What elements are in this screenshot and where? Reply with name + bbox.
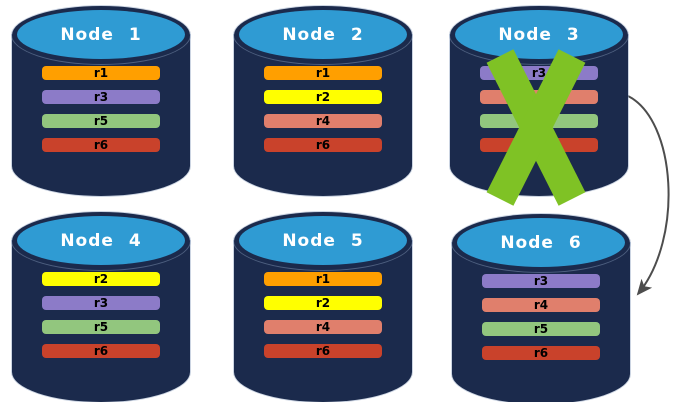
cylinder-top-rim: Node 1	[12, 6, 190, 64]
replica-bar: r2	[264, 90, 382, 104]
replica-label: r3	[533, 274, 549, 288]
replica-label: r2	[315, 296, 331, 310]
node-title: Node 1	[60, 24, 142, 45]
node-title: Node 4	[60, 230, 142, 251]
replica-bar: r3	[482, 274, 600, 288]
replica-bar: r1	[42, 66, 160, 80]
replica-label: r6	[315, 138, 331, 152]
replica-label: r5	[93, 320, 109, 334]
replica-label: r6	[533, 346, 549, 360]
replica-label: r1	[315, 66, 331, 80]
replica-bar: r6	[42, 138, 160, 152]
replica-list: r1 r3 r5 r6	[42, 66, 160, 152]
replica-bar: r3	[42, 90, 160, 104]
cylinder-top: Node 6	[457, 218, 625, 267]
failure-x-icon	[486, 49, 586, 206]
cylinder-top: Node 4	[17, 216, 185, 265]
replica-label: r4	[533, 298, 549, 312]
cylinder-top: Node 2	[239, 10, 407, 59]
replica-bar: r3	[42, 296, 160, 310]
replica-label: r4	[315, 114, 331, 128]
replica-label: r3	[93, 90, 109, 104]
replica-bar: r6	[264, 138, 382, 152]
replica-bar: r6	[42, 344, 160, 358]
replica-bar: r1	[264, 272, 382, 286]
node-title: Node 6	[500, 232, 582, 253]
replica-bar: r5	[42, 114, 160, 128]
node-3-cylinder: Node 3 r3 r4 r5 r6	[450, 6, 628, 206]
replica-bar: r6	[482, 346, 600, 360]
replica-label: r3	[531, 66, 547, 80]
replica-label: r5	[533, 322, 549, 336]
replica-bar: r5	[42, 320, 160, 334]
replica-bar: r2	[264, 296, 382, 310]
cylinder-top-rim: Node 6	[452, 214, 630, 272]
replica-bar: r1	[264, 66, 382, 80]
replica-bar: r6	[264, 344, 382, 358]
node-1-cylinder: Node 1 r1 r3 r5 r6	[12, 6, 190, 196]
arrow-curve	[627, 95, 670, 296]
replica-label: r2	[93, 272, 109, 286]
node-6-cylinder: Node 6 r3 r4 r5 r6	[452, 214, 630, 402]
replica-bar: r2	[42, 272, 160, 286]
replica-label: r4	[315, 320, 331, 334]
replica-label: r1	[93, 66, 109, 80]
replica-list: r3 r4 r5 r6	[482, 274, 600, 360]
replica-list: r1 r2 r4 r6	[264, 66, 382, 152]
node-title: Node 3	[498, 24, 580, 45]
node-title: Node 2	[282, 24, 364, 45]
replica-label: r1	[315, 272, 331, 286]
replica-label: r6	[93, 138, 109, 152]
node-2-cylinder: Node 2 r1 r2 r4 r6	[234, 6, 412, 196]
node-title: Node 5	[282, 230, 364, 251]
replica-label: r3	[93, 296, 109, 310]
replica-bar: r5	[482, 322, 600, 336]
replica-label: r6	[315, 344, 331, 358]
cylinder-top-rim: Node 5	[234, 212, 412, 270]
replica-bar: r4	[482, 298, 600, 312]
cylinder-top: Node 5	[239, 216, 407, 265]
node-5-cylinder: Node 5 r1 r2 r4 r6	[234, 212, 412, 402]
cylinder-top-rim: Node 3	[450, 6, 628, 64]
cylinder-top: Node 1	[17, 10, 185, 59]
cylinder-top-rim: Node 2	[234, 6, 412, 64]
replica-bar: r4	[264, 320, 382, 334]
cylinder-top: Node 3	[455, 10, 623, 59]
replica-list: r1 r2 r4 r6	[264, 272, 382, 358]
replica-label: r6	[93, 344, 109, 358]
replica-label: r5	[93, 114, 109, 128]
replica-bar: r4	[264, 114, 382, 128]
replica-label: r2	[315, 90, 331, 104]
cylinder-top-rim: Node 4	[12, 212, 190, 270]
replica-list: r2 r3 r5 r6	[42, 272, 160, 358]
node-4-cylinder: Node 4 r2 r3 r5 r6	[12, 212, 190, 402]
